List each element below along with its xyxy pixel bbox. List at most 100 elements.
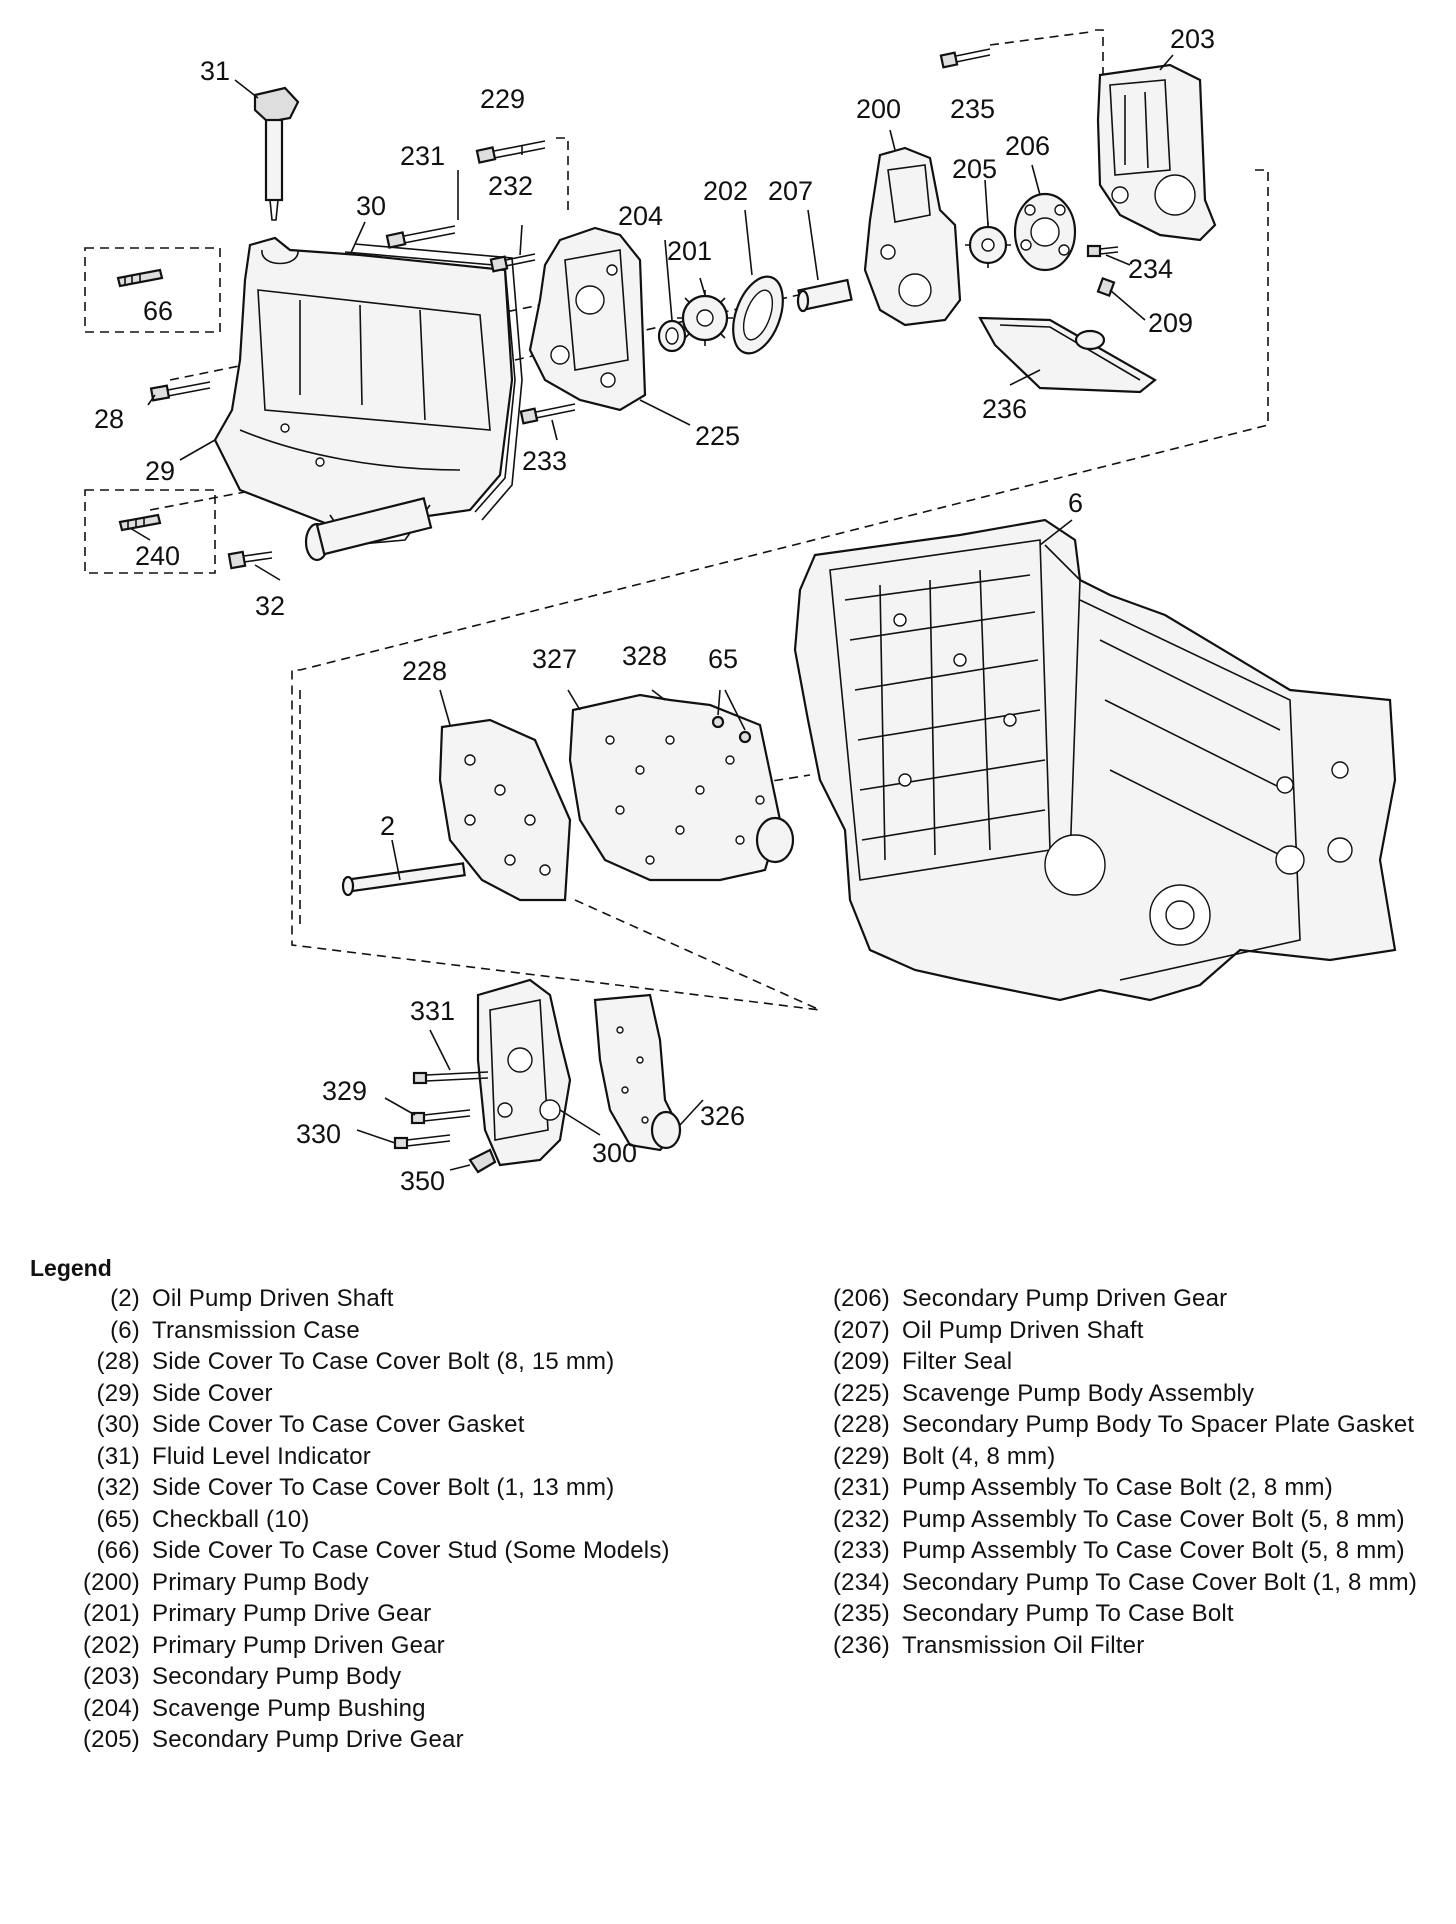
callout-229: 229 — [480, 84, 525, 114]
callout-328: 328 — [622, 641, 667, 671]
callout-236: 236 — [982, 394, 1027, 424]
leader-lines — [129, 54, 1174, 1171]
legend-item-text: Filter Seal — [902, 1348, 1013, 1375]
bolt-329 — [410, 1109, 471, 1125]
callout-201: 201 — [667, 236, 712, 266]
legend-item-number: (66) — [96, 1537, 140, 1564]
legend: Legend (2)Oil Pump Driven Shaft(6)Transm… — [0, 1255, 1456, 1915]
bolt-331 — [412, 1071, 489, 1085]
callout-232: 232 — [488, 171, 533, 201]
valve-body — [476, 978, 572, 1167]
bolt-28 — [149, 381, 211, 402]
legend-item-number: (205) — [82, 1726, 140, 1753]
callout-204: 204 — [618, 201, 663, 231]
legend-item-text: Scavenge Pump Body Assembly — [902, 1379, 1255, 1407]
secondary-pump-body — [1096, 63, 1217, 242]
legend-item: (232) Pump Assembly To Case Cover Bolt (5… — [790, 1504, 1440, 1536]
legend-item-number: (65) — [96, 1505, 140, 1533]
legend-item: (202)Primary Pump Driven Gear — [40, 1630, 740, 1662]
legend-item-number: (235) — [832, 1600, 890, 1627]
part-350 — [468, 1148, 497, 1174]
legend-item-number: (232) — [832, 1505, 890, 1533]
oil-pump-driven-shaft-2 — [341, 862, 466, 897]
legend-item-number: (6) — [110, 1316, 140, 1344]
callout-202: 202 — [703, 176, 748, 206]
legend-item: (32) Side Cover To Case Cover Bolt (1, 13… — [40, 1472, 740, 1504]
callout-31: 31 — [200, 56, 230, 86]
legend-item-text: Checkball (10) — [152, 1505, 310, 1533]
legend-item: (31) Fluid Level Indicator — [40, 1441, 740, 1473]
callout-200: 200 — [856, 94, 901, 124]
legend-item-number: (229) — [832, 1442, 890, 1470]
legend-item-text: Secondary Pump Body To Spacer Plate Gask… — [902, 1411, 1415, 1438]
callout-209: 209 — [1148, 308, 1193, 338]
legend-item-number: (234) — [832, 1568, 890, 1596]
callout-207: 207 — [768, 176, 813, 206]
legend-item-text: Side Cover To Case Cover Bolt (1, 13 mm) — [152, 1474, 615, 1501]
spacer-plate — [568, 693, 795, 882]
transmission-case — [793, 518, 1397, 1002]
legend-item-text: Primary Pump Body — [152, 1568, 369, 1596]
legend-item-text: Pump Assembly To Case Cover Bolt (5, 8 m… — [902, 1505, 1405, 1533]
legend-item-number: (32) — [96, 1474, 140, 1501]
legend-item-text: Secondary Pump Driven Gear — [902, 1285, 1228, 1312]
legend-item-number: (203) — [82, 1663, 140, 1690]
legend-item-text: Pump Assembly To Case Cover Bolt (5, 8 m… — [902, 1537, 1405, 1564]
callout-240: 240 — [135, 541, 180, 571]
primary-pump-drive-gear — [677, 290, 733, 346]
legend-item-number: (200) — [82, 1568, 140, 1596]
secondary-pump-drive-gear — [965, 222, 1011, 268]
side-cover-gasket — [344, 243, 523, 521]
scavenge-pump-bushing — [657, 319, 687, 353]
callout-2: 2 — [380, 811, 395, 841]
legend-item-number: (28) — [96, 1348, 140, 1375]
legend-item-text: Side Cover To Case Cover Stud (Some Mode… — [152, 1537, 670, 1564]
bolt-32 — [227, 550, 273, 570]
side-cover — [213, 236, 514, 562]
legend-item: (2)Oil Pump Driven Shaft — [40, 1283, 740, 1315]
callout-206: 206 — [1005, 131, 1050, 161]
legend-item: (225)Scavenge Pump Body Assembly — [790, 1378, 1440, 1410]
callout-228: 228 — [402, 656, 447, 686]
callout-65: 65 — [708, 644, 738, 674]
legend-item-text: Secondary Pump Body — [152, 1663, 402, 1690]
legend-item-number: (209) — [832, 1348, 890, 1375]
legend-item: (6) Transmission Case — [40, 1315, 740, 1347]
legend-item-text: Oil Pump Driven Shaft — [902, 1316, 1144, 1344]
filter-seal — [1096, 276, 1116, 298]
legend-item: (30) Side Cover To Case Cover Gasket — [40, 1409, 740, 1441]
legend-item: (66) Side Cover To Case Cover Stud (Some … — [40, 1535, 740, 1567]
legend-item-number: (30) — [96, 1411, 140, 1438]
bolt-233 — [519, 403, 576, 425]
secondary-pump-driven-gear — [1013, 192, 1077, 272]
legend-item-number: (231) — [832, 1474, 890, 1501]
scavenge-pump-body — [528, 226, 647, 412]
legend-item: (28) Side Cover To Case Cover Bolt (8, 15… — [40, 1346, 740, 1378]
legend-item-text: Side Cover To Case Cover Gasket — [152, 1411, 525, 1438]
oil-pump-driven-shaft-207 — [796, 278, 853, 313]
legend-item-text: Secondary Pump To Case Cover Bolt (1, 8 … — [902, 1568, 1418, 1596]
callout-350: 350 — [400, 1166, 445, 1196]
legend-item-number: (31) — [96, 1442, 140, 1470]
callout-234: 234 — [1128, 254, 1173, 284]
legend-item-text: Primary Pump Drive Gear — [152, 1600, 432, 1627]
legend-item-text: Bolt (4, 8 mm) — [902, 1442, 1056, 1470]
callout-327: 327 — [532, 644, 577, 674]
legend-item-text: Side Cover To Case Cover Bolt (8, 15 mm) — [152, 1348, 615, 1375]
callout-203: 203 — [1170, 24, 1215, 54]
legend-item: (206)Secondary Pump Driven Gear — [790, 1283, 1440, 1315]
legend-item: (236)Transmission Oil Filter — [790, 1630, 1440, 1662]
legend-column-2: (206)Secondary Pump Driven Gear(207)Oil … — [790, 1283, 1440, 1661]
legend-item-text: Primary Pump Driven Gear — [152, 1631, 445, 1659]
legend-item-text: Fluid Level Indicator — [152, 1442, 371, 1470]
callout-32: 32 — [255, 591, 285, 621]
primary-pump-body — [863, 146, 962, 327]
legend-item: (201)Primary Pump Drive Gear — [40, 1598, 740, 1630]
callout-66: 66 — [143, 296, 173, 326]
exploded-view-diagram: 31 30 231 229 232 204 201 202 207 200 23… — [84, 24, 1397, 1196]
primary-pump-driven-gear — [732, 275, 784, 355]
callout-6: 6 — [1068, 488, 1083, 518]
legend-item-text: Transmission Case — [152, 1316, 360, 1344]
legend-item-text: Transmission Oil Filter — [902, 1631, 1145, 1659]
legend-item-text: Secondary Pump To Case Bolt — [902, 1600, 1234, 1627]
